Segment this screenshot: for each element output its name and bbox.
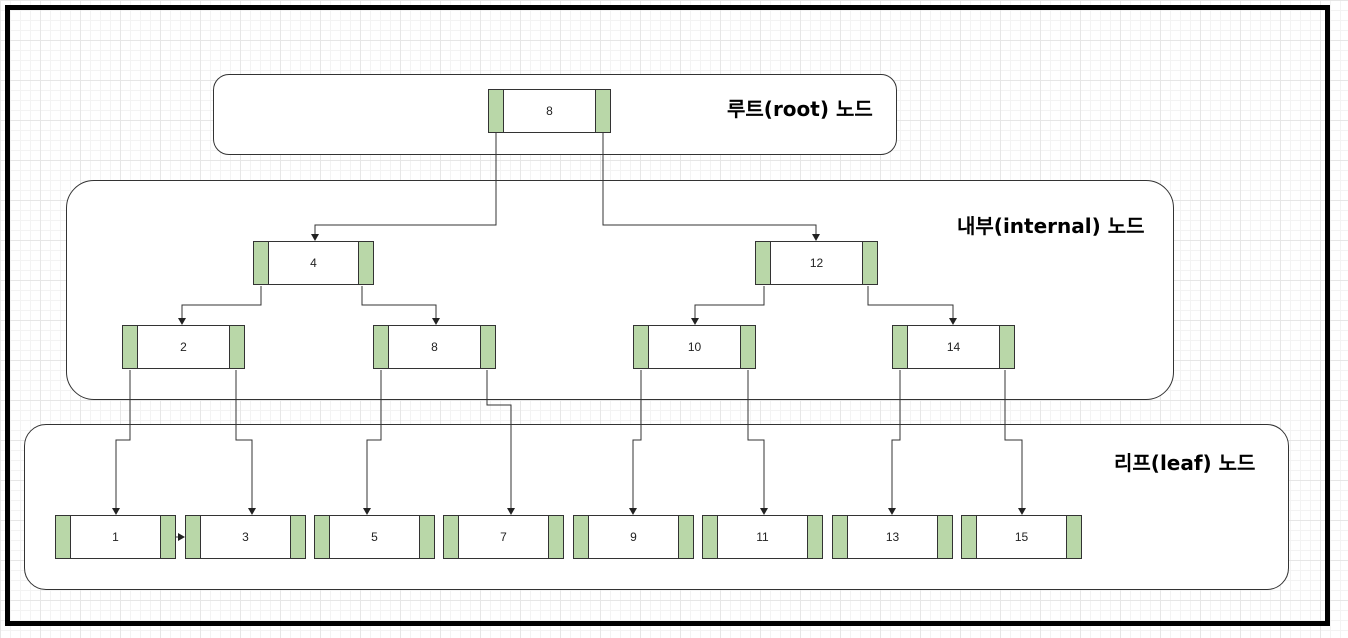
pointer-cell [573, 515, 589, 559]
node-key: 8 [431, 340, 438, 354]
node-key: 13 [885, 530, 900, 544]
edge-12-to-10 [691, 286, 765, 325]
edge-2-to-1 [112, 370, 131, 515]
leaf-node[interactable]: 5 [314, 515, 435, 559]
pointer-cell [290, 515, 306, 559]
root-node-group [213, 74, 897, 155]
root-group-title: 루트(root) 노드 [727, 97, 873, 121]
internal-node[interactable]: 4 [253, 241, 374, 285]
leaf-node[interactable]: 13 [832, 515, 953, 559]
edge-4-to-8 [361, 286, 440, 325]
pointer-cell [358, 241, 374, 285]
pointer-cell [832, 515, 848, 559]
pointer-cell [892, 325, 908, 369]
edge-4-to-2 [178, 286, 262, 325]
node-key: 7 [500, 530, 507, 544]
edge-10-to-11 [747, 370, 768, 515]
pointer-cell [160, 515, 176, 559]
pointer-cell [122, 325, 138, 369]
leaf-group-title: 리프(leaf) 노드 [1114, 451, 1256, 475]
internal-group-title: 내부(internal) 노드 [957, 214, 1145, 238]
node-key: 1 [112, 530, 119, 544]
pointer-cell [253, 241, 269, 285]
pointer-cell [229, 325, 245, 369]
pointer-cell [755, 241, 771, 285]
pointer-cell [55, 515, 71, 559]
pointer-cell [595, 89, 611, 133]
pointer-cell [548, 515, 564, 559]
leaf-node[interactable]: 7 [443, 515, 564, 559]
internal-node[interactable]: 14 [892, 325, 1015, 369]
node-key: 8 [546, 104, 553, 118]
pointer-cell [702, 515, 718, 559]
pointer-cell [480, 325, 496, 369]
edge-2-to-3 [235, 370, 256, 515]
internal-node[interactable]: 8 [373, 325, 496, 369]
edge-root-to-4 [311, 133, 497, 241]
edge-14-to-13 [888, 370, 901, 515]
leaf-node[interactable]: 1 [55, 515, 176, 559]
node-key: 10 [687, 340, 702, 354]
pointer-cell [314, 515, 330, 559]
leaf-node[interactable]: 3 [185, 515, 306, 559]
pointer-cell [678, 515, 694, 559]
internal-node[interactable]: 2 [122, 325, 245, 369]
pointer-cell [488, 89, 504, 133]
root-node[interactable]: 8 [488, 89, 611, 133]
node-key: 4 [310, 256, 317, 270]
edge-12-to-14 [867, 286, 957, 325]
edge-14-to-15 [1004, 370, 1026, 515]
node-key: 12 [809, 256, 824, 270]
edge-10-to-9 [629, 370, 642, 515]
pointer-cell [937, 515, 953, 559]
node-key: 15 [1014, 530, 1029, 544]
node-key: 9 [630, 530, 637, 544]
pointer-cell [740, 325, 756, 369]
edge-8-to-7 [486, 370, 515, 515]
leaf-node[interactable]: 11 [702, 515, 823, 559]
leaf-node[interactable]: 15 [961, 515, 1082, 559]
leaf-node-group [24, 424, 1289, 590]
pointer-cell [373, 325, 389, 369]
pointer-cell [961, 515, 977, 559]
pointer-cell [419, 515, 435, 559]
node-key: 14 [946, 340, 961, 354]
node-key: 3 [242, 530, 249, 544]
pointer-cell [633, 325, 649, 369]
pointer-cell [862, 241, 878, 285]
edge-8-to-5 [363, 370, 382, 515]
internal-node[interactable]: 12 [755, 241, 878, 285]
pointer-cell [443, 515, 459, 559]
internal-node[interactable]: 10 [633, 325, 756, 369]
node-key: 5 [371, 530, 378, 544]
pointer-cell [807, 515, 823, 559]
pointer-cell [185, 515, 201, 559]
edge-root-to-12 [602, 133, 820, 241]
node-key: 11 [756, 530, 769, 544]
node-key: 2 [180, 340, 187, 354]
pointer-cell [999, 325, 1015, 369]
pointer-cell [1066, 515, 1082, 559]
leaf-node[interactable]: 9 [573, 515, 694, 559]
